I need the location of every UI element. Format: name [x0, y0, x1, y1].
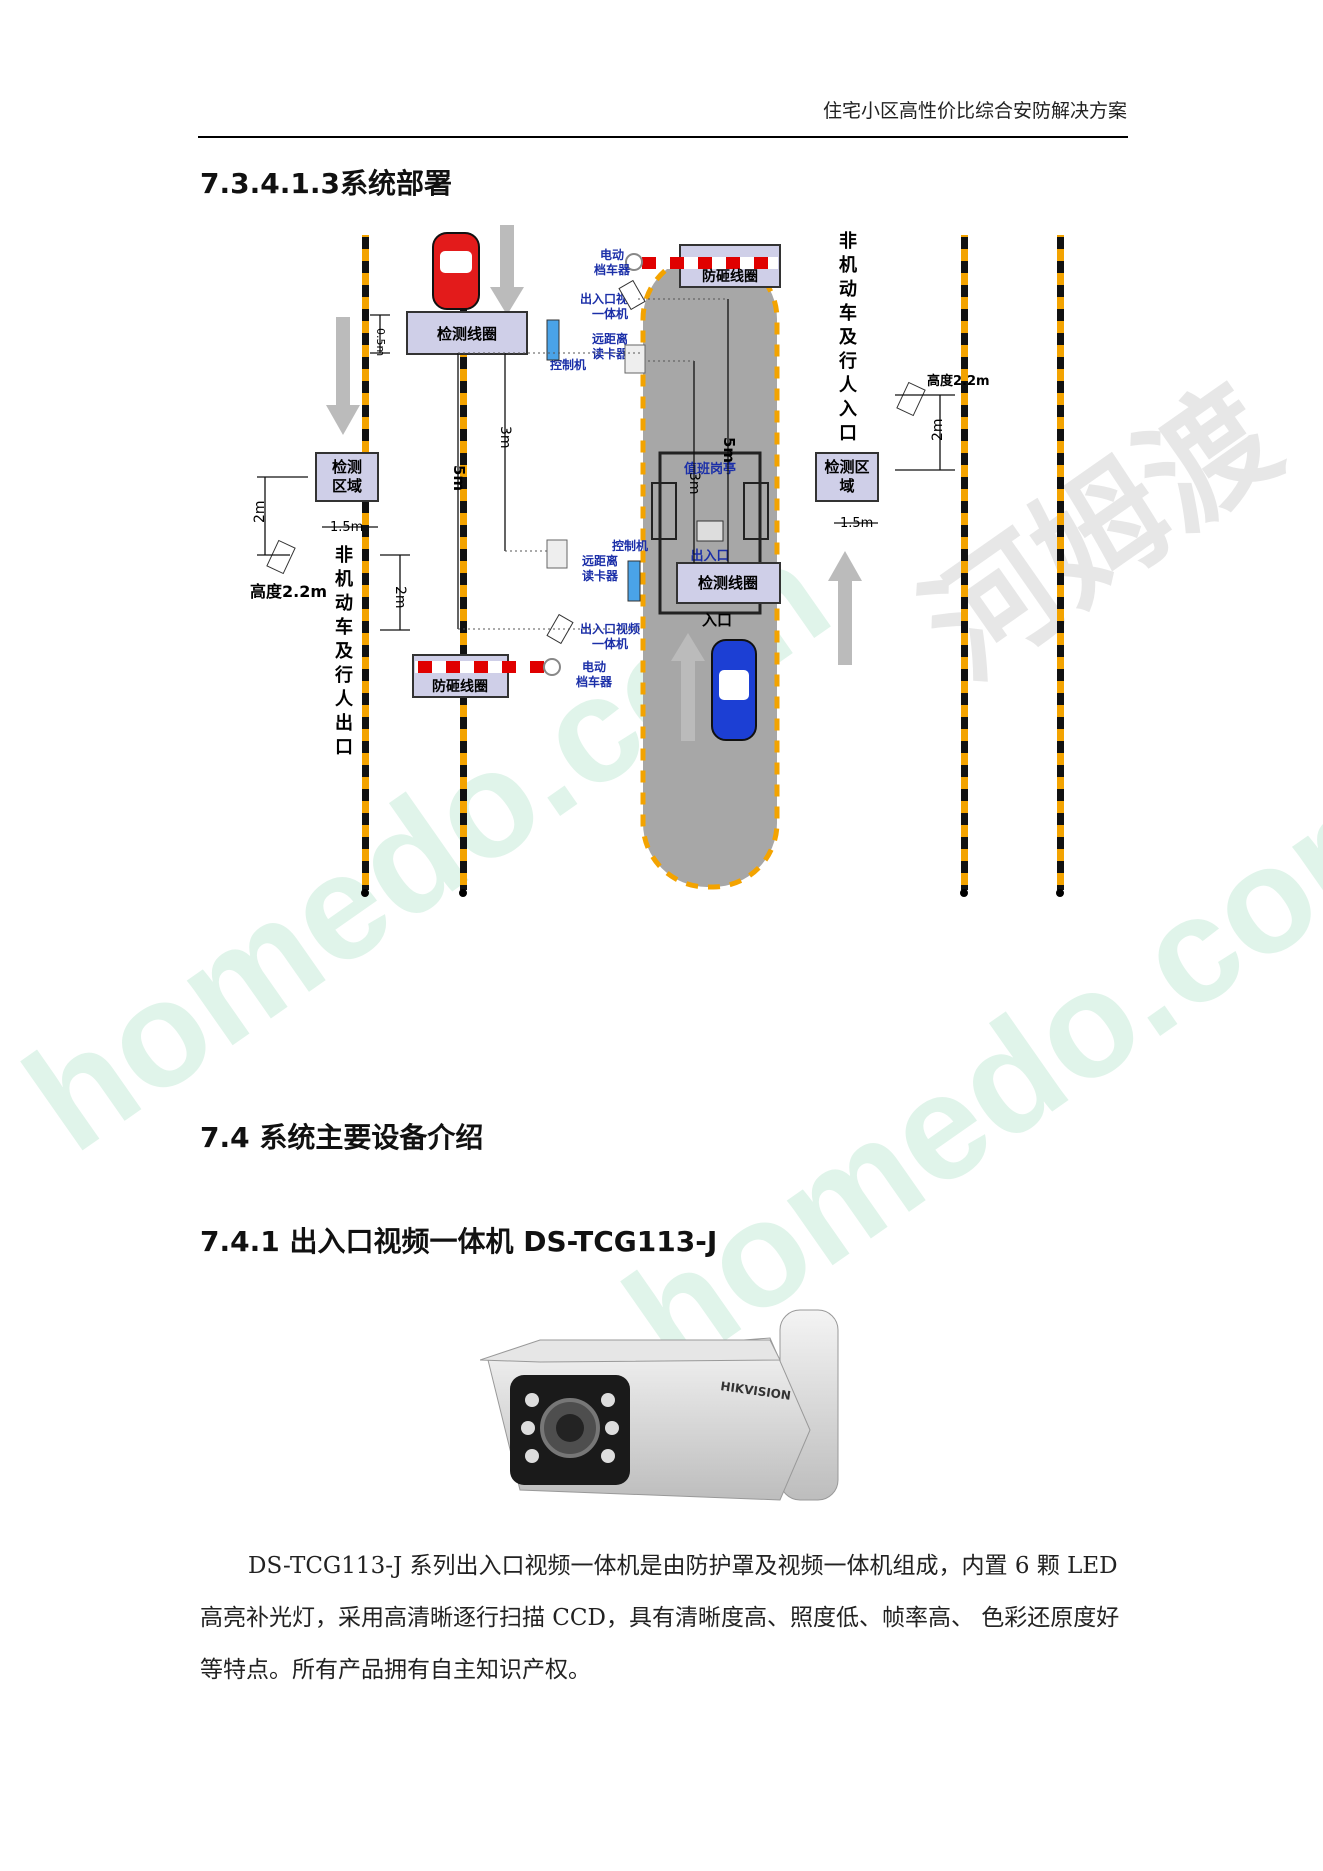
entry-arrow	[681, 655, 695, 741]
lane-line	[961, 235, 968, 890]
detection-area-left-label: 检测区域	[332, 458, 362, 495]
duty-booth	[658, 451, 762, 615]
header-divider	[198, 136, 1128, 138]
video-unit-bottom-label: 出入口视频一体机	[580, 621, 640, 651]
detection-area-right-label: 检测区域	[824, 458, 869, 495]
barrier-arm-exit	[415, 661, 545, 673]
duty-booth-label: 值班岗亭	[684, 461, 736, 477]
camera-icon	[618, 279, 646, 311]
entry-label: 入口	[702, 611, 732, 629]
barrier-top-label: 电动档车器	[594, 247, 631, 277]
lane-line	[362, 235, 369, 890]
controller-icon	[627, 560, 641, 602]
side-camera-right-icon	[896, 381, 926, 417]
reader-icon	[624, 344, 646, 374]
detection-coil-exit-label: 检测线圈	[437, 325, 497, 343]
section-title-deployment: 7.3.4.1.3系统部署	[200, 167, 452, 200]
anti-smash-coil-exit-label: 防砸线圈	[432, 678, 488, 695]
device-description-text: DS-TCG113-J 系列出入口视频一体机是由防护罩及视频一体机组成，内置 6…	[200, 1553, 1120, 1683]
dim-3m-left: 3m	[497, 426, 513, 449]
detection-area-right	[815, 452, 879, 502]
device-description: DS-TCG113-J 系列出入口视频一体机是由防护罩及视频一体机组成，内置 6…	[200, 1540, 1130, 1696]
dim-1-5m-left: 1.5m	[330, 520, 363, 535]
pedestrian-exit-label: 非机动车及行人出口	[334, 544, 354, 758]
dim-1-5m-right: 1.5m	[840, 516, 873, 531]
detection-coil-exit	[406, 311, 528, 355]
reader-icon	[546, 539, 568, 569]
height-left-label: 高度2.2m	[250, 582, 327, 601]
lane-line	[460, 235, 467, 890]
dim-2m-right: 2m	[930, 418, 946, 441]
pedestrian-exit-arrow	[336, 317, 350, 407]
section-title-equipment: 7.4 系统主要设备介绍	[200, 1121, 484, 1154]
lane-line	[1057, 235, 1064, 890]
side-camera-left-icon	[266, 539, 296, 575]
pedestrian-entry-label: 非机动车及行人入口	[838, 230, 858, 444]
running-header: 住宅小区高性价比综合安防解决方案	[822, 100, 1127, 122]
camera-product-image: HIKVISION	[480, 1309, 839, 1501]
section-title-device: 7.4.1 出入口视频一体机 DS-TCG113-J	[200, 1225, 718, 1258]
controller-top-label: 控制机	[550, 357, 586, 372]
camera-hood	[480, 1339, 781, 1363]
controller-bottom-label: 控制机	[612, 538, 648, 553]
barrier-arm-entry	[638, 257, 778, 269]
dim-2m-mid: 2m	[392, 586, 408, 609]
detection-coil-entry-label: 检测线圈	[698, 574, 758, 592]
dim-2m-left: 2m	[252, 500, 268, 523]
dim-5m-left: 5m	[450, 465, 468, 491]
exit-arrow	[500, 225, 514, 295]
computer-icon	[696, 520, 724, 542]
dim-5m-right: 5m	[720, 437, 738, 463]
pedestrian-entry-arrow	[838, 575, 852, 665]
anti-smash-coil-entry-label: 防砸线圈	[702, 268, 758, 285]
deployment-diagram: 值班岗亭 出入口控制终端 出口 检测线圈 检测区域 防砸线圈 防砸线圈 检测线圈…	[250, 225, 1064, 897]
reader-bottom-label: 远距离读卡器	[582, 553, 619, 583]
height-right-label: 高度2.2m	[927, 373, 990, 389]
dim-0-5m: 0.5m	[374, 328, 387, 356]
controller-icon	[546, 319, 560, 361]
barrier-bottom-label: 电动档车器	[576, 659, 613, 689]
dim-3m-right: 3m	[686, 472, 702, 495]
reader-top-label: 远距离读卡器	[592, 331, 629, 361]
detection-area-left	[315, 452, 379, 502]
